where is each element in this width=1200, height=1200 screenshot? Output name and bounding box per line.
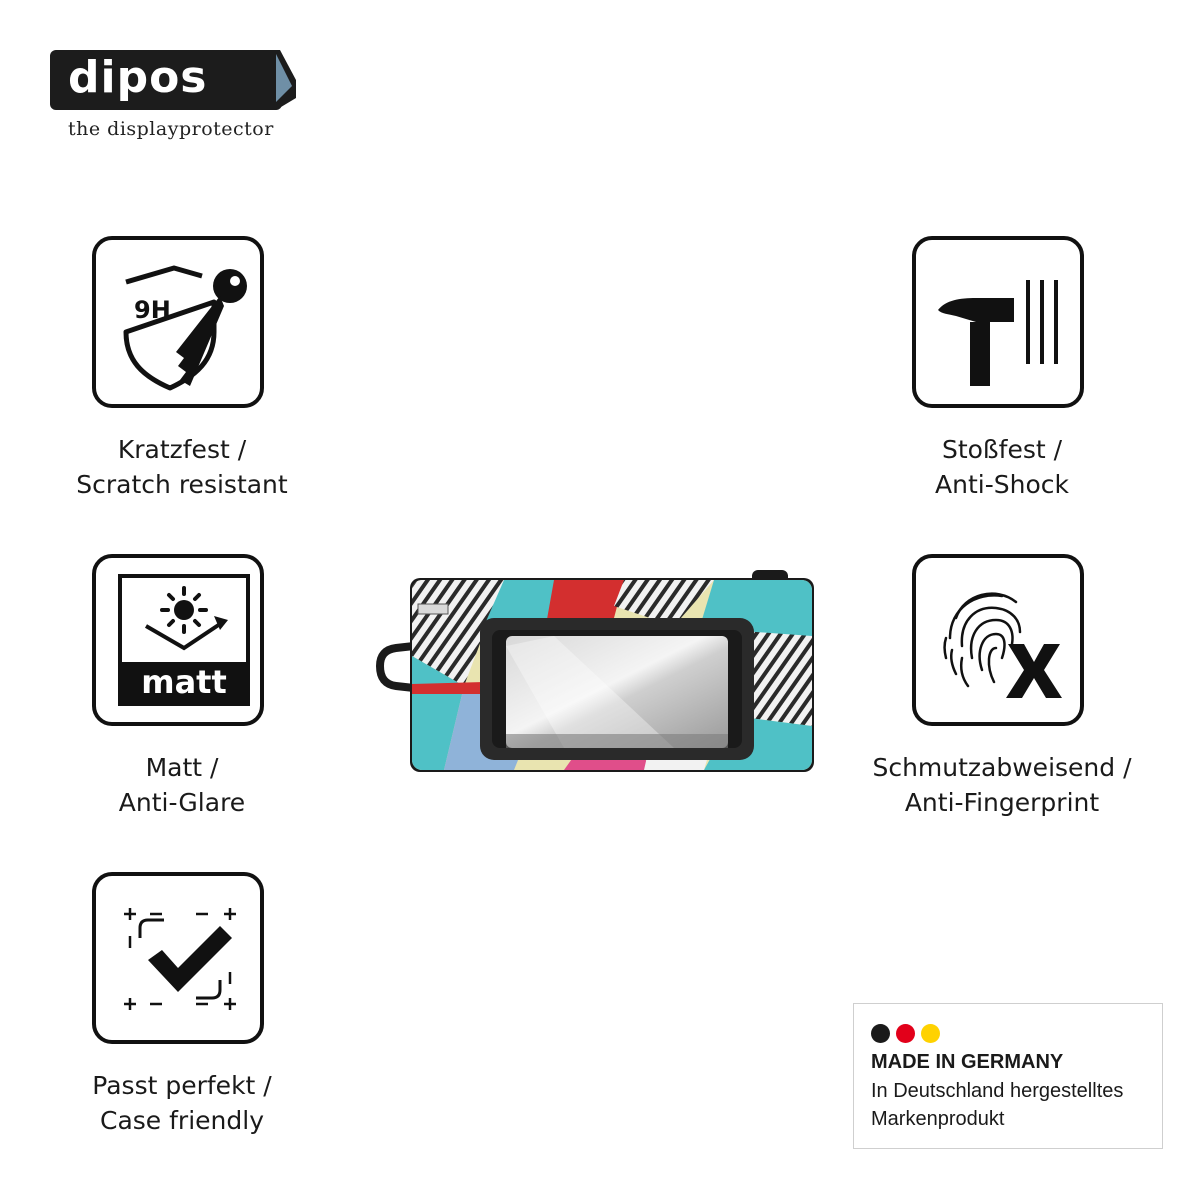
logo-wordmark: dipos [68,52,208,103]
feature-label-de: Passt perfekt / [92,1071,272,1100]
scratch-resistant-label: Kratzfest / Scratch resistant [2,432,362,502]
flag-dot-gold [921,1024,940,1043]
anti-glare-label: Matt / Anti-Glare [2,750,362,820]
feature-label-en: Anti-Glare [118,788,246,817]
9h-shield-key-icon: 9H [123,265,247,391]
feature-label-de: Matt / [145,753,219,782]
fingerprint-cross-icon [943,592,1062,698]
anti-glare-tile: matt [92,554,264,726]
scratch-resistant-tile: 9H [92,236,264,408]
logo-peel-corner-icon [276,50,296,110]
flag-dot-black [871,1024,890,1043]
brand-logo: dipos the displayprotector [50,50,296,145]
case-friendly-tile [92,872,264,1044]
feature-label-en: Case friendly [100,1106,264,1135]
made-in-germany-line1: In Deutschland hergestelltes [871,1080,1124,1102]
feature-label-en: Scratch resistant [76,470,288,499]
flag-dot-red [896,1024,915,1043]
feature-label-en: Anti-Fingerprint [904,788,1100,817]
feature-label-de: Stoßfest / [941,435,1063,464]
matt-sun-icon: matt [118,574,250,706]
feature-label-de: Kratzfest / [117,435,247,464]
anti-fingerprint-tile [912,554,1084,726]
anti-shock-label: Stoßfest / Anti-Shock [822,432,1182,502]
9h-badge: 9H [134,296,171,324]
anti-shock-tile [912,236,1084,408]
made-in-germany-box: MADE IN GERMANY In Deutschland hergestel… [853,1003,1163,1149]
logo-tagline: the displayprotector [68,118,274,140]
made-in-germany-line2: Markenprodukt [871,1108,1005,1130]
logo-badge: dipos [50,50,282,110]
product-image [374,566,824,776]
case-fit-check-icon [124,908,236,1010]
matt-text: matt [141,663,227,701]
feature-label-en: Anti-Shock [935,470,1069,499]
made-in-germany-title: MADE IN GERMANY [871,1051,1064,1073]
anti-fingerprint-label: Schmutzabweisend / Anti-Fingerprint [822,750,1182,820]
feature-label-de: Schmutzabweisend / [872,753,1132,782]
hammer-impact-icon [938,280,1058,386]
camera-with-screen-protector [375,570,814,772]
case-friendly-label: Passt perfekt / Case friendly [2,1068,362,1138]
